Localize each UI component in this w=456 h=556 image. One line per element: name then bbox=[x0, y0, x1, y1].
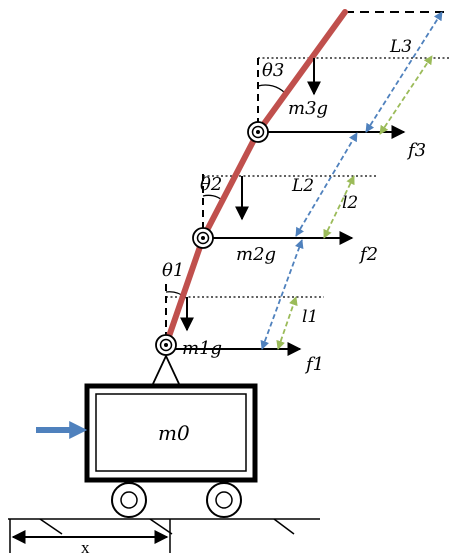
short-dimension-arrows bbox=[276, 55, 433, 350]
labels: θ3 m3g f3 L3 θ2 L2 l2 m2g f2 θ1 l1 m1g f… bbox=[81, 37, 426, 556]
L3-label: L3 bbox=[389, 37, 412, 57]
f3-label: f3 bbox=[406, 140, 426, 161]
pendulum-rod bbox=[163, 9, 348, 348]
m2g-label: m2g bbox=[236, 244, 276, 265]
joint-2 bbox=[192, 227, 214, 249]
joint-3 bbox=[247, 121, 269, 143]
ground-hatch-2 bbox=[149, 518, 173, 535]
f2-label: f2 bbox=[358, 244, 378, 265]
ground-hatch-1 bbox=[39, 518, 63, 535]
x-dimension bbox=[9, 519, 171, 553]
theta2-arc bbox=[202, 194, 223, 201]
m0-label: m0 bbox=[158, 421, 190, 445]
x-label: x bbox=[81, 538, 90, 556]
ground-hatch-3 bbox=[273, 518, 295, 535]
l1-label: l1 bbox=[302, 307, 318, 327]
L2-label: L2 bbox=[291, 176, 314, 196]
f1-label: f1 bbox=[304, 354, 324, 375]
l2-label: l2 bbox=[342, 193, 358, 213]
m1g-label: m1g bbox=[182, 338, 222, 359]
theta1-label: θ1 bbox=[162, 260, 184, 281]
theta3-label: θ3 bbox=[262, 60, 284, 81]
cart bbox=[84, 383, 258, 483]
wheel-left bbox=[111, 482, 147, 518]
cart-inner-frame bbox=[95, 393, 247, 472]
L3-dimension bbox=[365, 11, 443, 133]
l1-dimension bbox=[276, 296, 298, 350]
wheel-right bbox=[206, 482, 242, 518]
triangle-mount-icon bbox=[150, 353, 182, 387]
long-dimension-arrows bbox=[260, 11, 443, 350]
l2-dimension bbox=[323, 175, 355, 239]
theta2-label: θ2 bbox=[200, 174, 222, 195]
joint-1 bbox=[155, 334, 177, 356]
theta3-arc bbox=[257, 84, 286, 94]
gravity-arrows bbox=[180, 58, 321, 332]
L1-dimension bbox=[260, 239, 304, 350]
m3g-label: m3g bbox=[288, 98, 328, 119]
ground bbox=[8, 518, 320, 535]
